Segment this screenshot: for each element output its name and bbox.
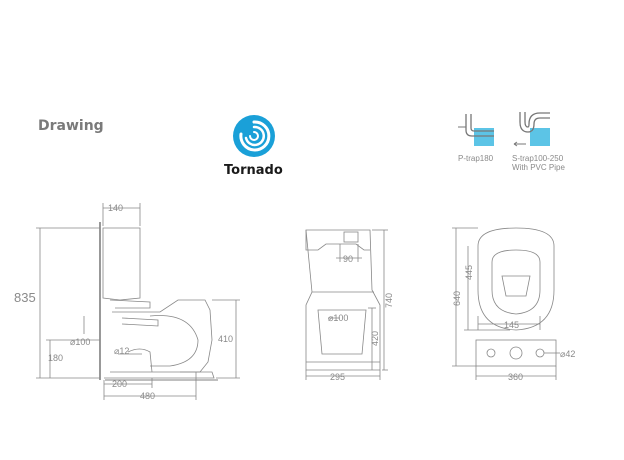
dim-d12: ⌀12 — [114, 346, 129, 356]
s-trap-label: S-trap100-250 With PVC Pipe — [512, 154, 565, 172]
brand-name: Tornado — [224, 163, 283, 178]
s-trap-icon — [513, 112, 550, 147]
top-view-outline — [475, 227, 557, 367]
side-view-outline — [99, 222, 218, 381]
front-view-outline — [305, 229, 381, 371]
dim-140: 140 — [108, 203, 123, 213]
dim-180: 180 — [48, 353, 63, 363]
dim-835: 835 — [14, 290, 36, 305]
s-trap-label-line2: With PVC Pipe — [512, 163, 565, 172]
s-trap-label-line1: S-trap100-250 — [512, 154, 564, 163]
dim-90: 90 — [343, 254, 353, 264]
dim-d100-side: ⌀100 — [70, 337, 90, 347]
tornado-swirl-icon — [233, 115, 275, 157]
dim-640: 640 — [452, 291, 462, 306]
dim-480: 480 — [140, 391, 155, 401]
dim-740: 740 — [384, 293, 394, 308]
dim-d100-front: ⌀100 — [328, 313, 348, 323]
dim-295: 295 — [330, 372, 345, 382]
dim-410: 410 — [218, 334, 233, 344]
dim-445: 445 — [464, 265, 474, 280]
dim-145: 145 — [504, 320, 519, 330]
p-trap-label: P-trap180 — [458, 154, 494, 163]
dim-200: 200 — [112, 379, 127, 389]
dim-d42: ⌀42 — [560, 349, 575, 359]
drawing-title: Drawing — [38, 118, 104, 134]
dim-360: 360 — [508, 372, 523, 382]
p-trap-icon — [458, 114, 494, 146]
dim-420: 420 — [370, 331, 380, 346]
